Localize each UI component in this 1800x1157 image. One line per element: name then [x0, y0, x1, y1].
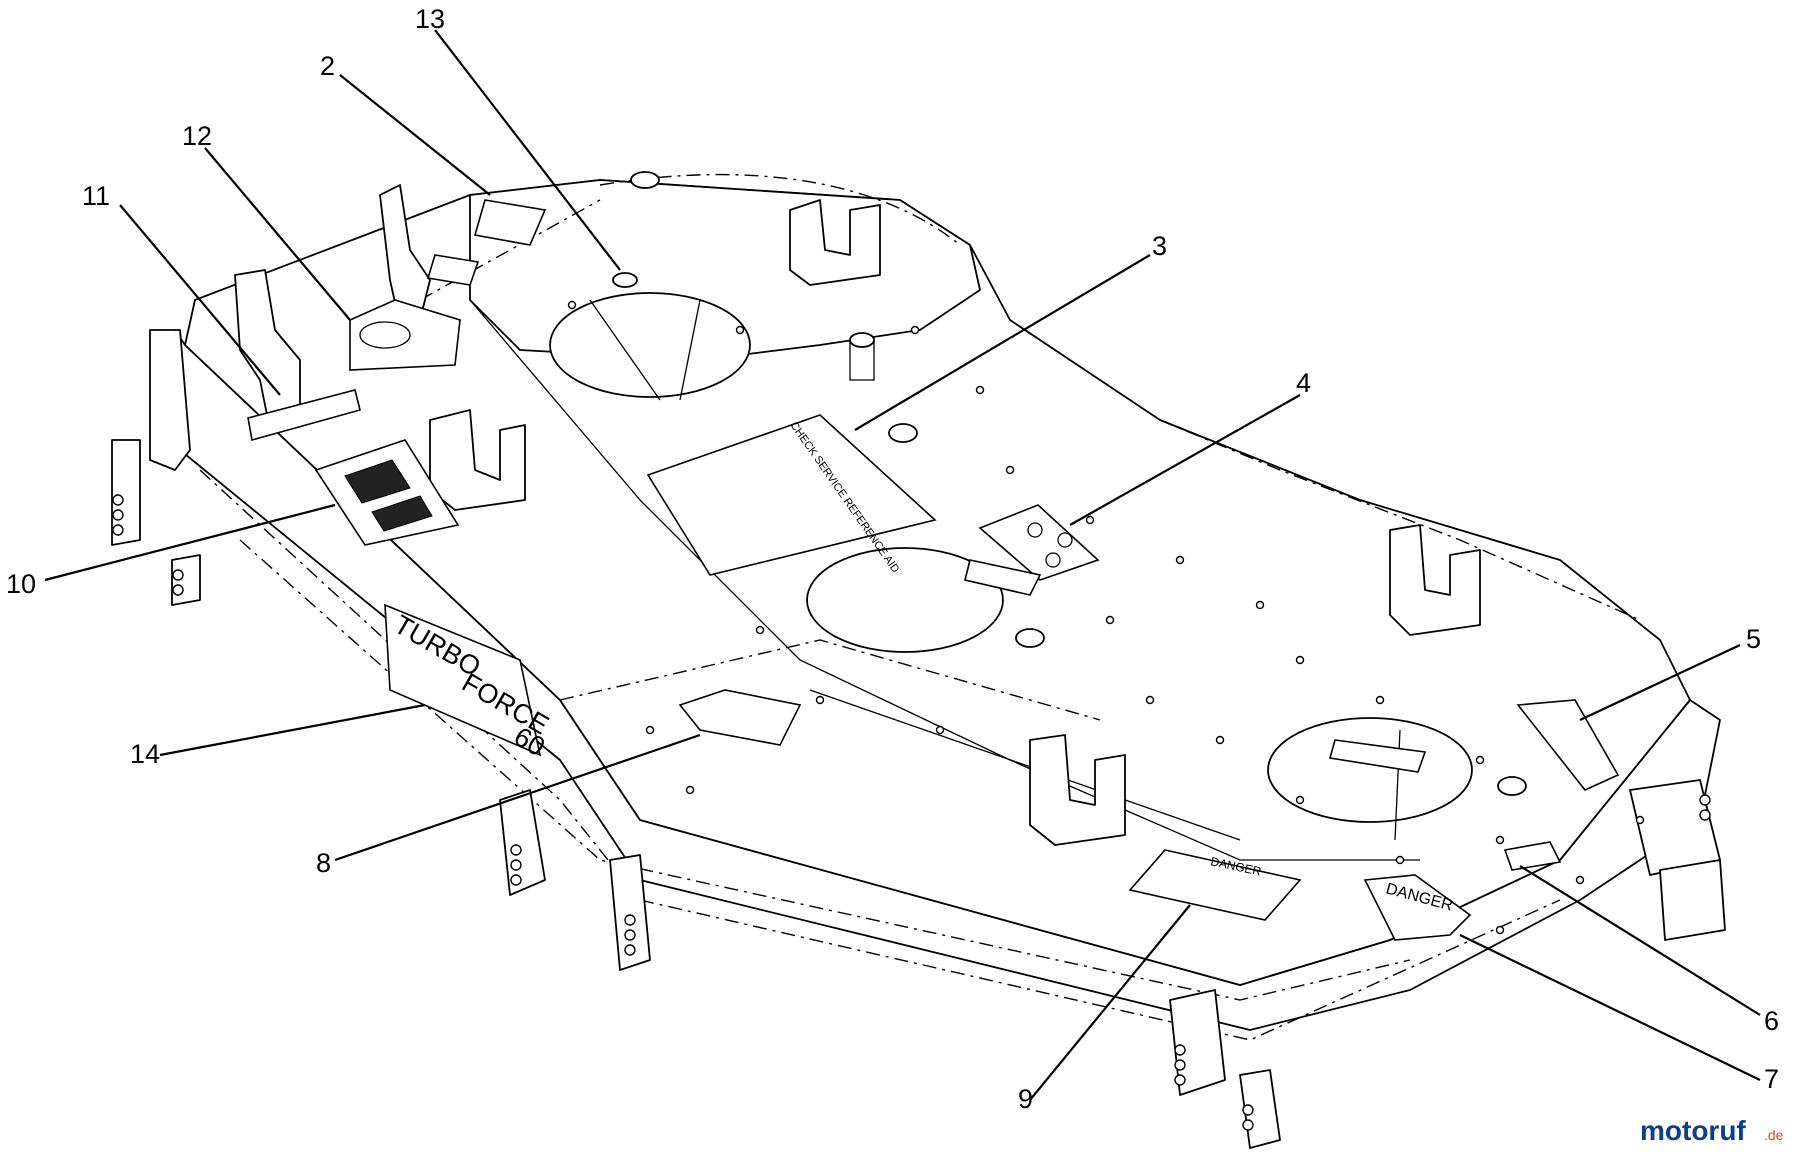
decal-3 [646, 414, 937, 576]
u-bracket-right [1389, 524, 1481, 636]
callout-14: 14 [130, 739, 160, 769]
callout-9: 9 [1018, 1084, 1033, 1114]
decal-9 [1128, 849, 1302, 921]
callout-2: 2 [320, 51, 335, 81]
mounting-brackets [111, 171, 1726, 1149]
decal-6 [1503, 841, 1562, 871]
watermark: motoruf .de [1640, 1115, 1784, 1146]
callout-4: 4 [1296, 368, 1311, 398]
callout-5: 5 [1746, 624, 1761, 654]
callout-13: 13 [415, 4, 445, 34]
decal-8 [678, 689, 802, 746]
u-bracket-front [1029, 734, 1126, 846]
lift-arm-right [379, 184, 431, 326]
decal-11 [247, 389, 361, 442]
grease-fitting [630, 171, 660, 189]
callout-10: 10 [6, 569, 36, 599]
callout-numbers: 13 2 12 11 3 4 10 5 14 8 9 7 6 [6, 4, 1779, 1114]
decal-5 [1516, 699, 1620, 791]
blade-opening-right [1267, 717, 1473, 823]
decals: CHECK SERVICE REFERENCE AID TURBO FORCE … [247, 199, 1620, 941]
deck-fasteners [567, 272, 1645, 935]
blade-opening-center [806, 547, 1004, 653]
watermark-suffix: .de [1764, 1127, 1784, 1143]
decal-14 [384, 603, 542, 757]
callout-8: 8 [316, 848, 331, 878]
leader-lines [44, 29, 1761, 1101]
decal-7 [1363, 874, 1472, 941]
pin-holes [112, 494, 1711, 1131]
decal-4 [978, 504, 1100, 581]
callout-6: 6 [1764, 1006, 1779, 1036]
watermark-brand: motoruf [1640, 1115, 1746, 1146]
blade-opening-left [549, 292, 751, 398]
callout-7: 7 [1764, 1064, 1779, 1094]
decal-2 [473, 199, 547, 246]
callout-3: 3 [1152, 231, 1167, 261]
u-bracket-rear [789, 199, 881, 286]
callout-12: 12 [182, 121, 212, 151]
decal-12 [349, 299, 461, 371]
callout-11: 11 [82, 181, 110, 211]
decal-rear-small [426, 254, 480, 286]
